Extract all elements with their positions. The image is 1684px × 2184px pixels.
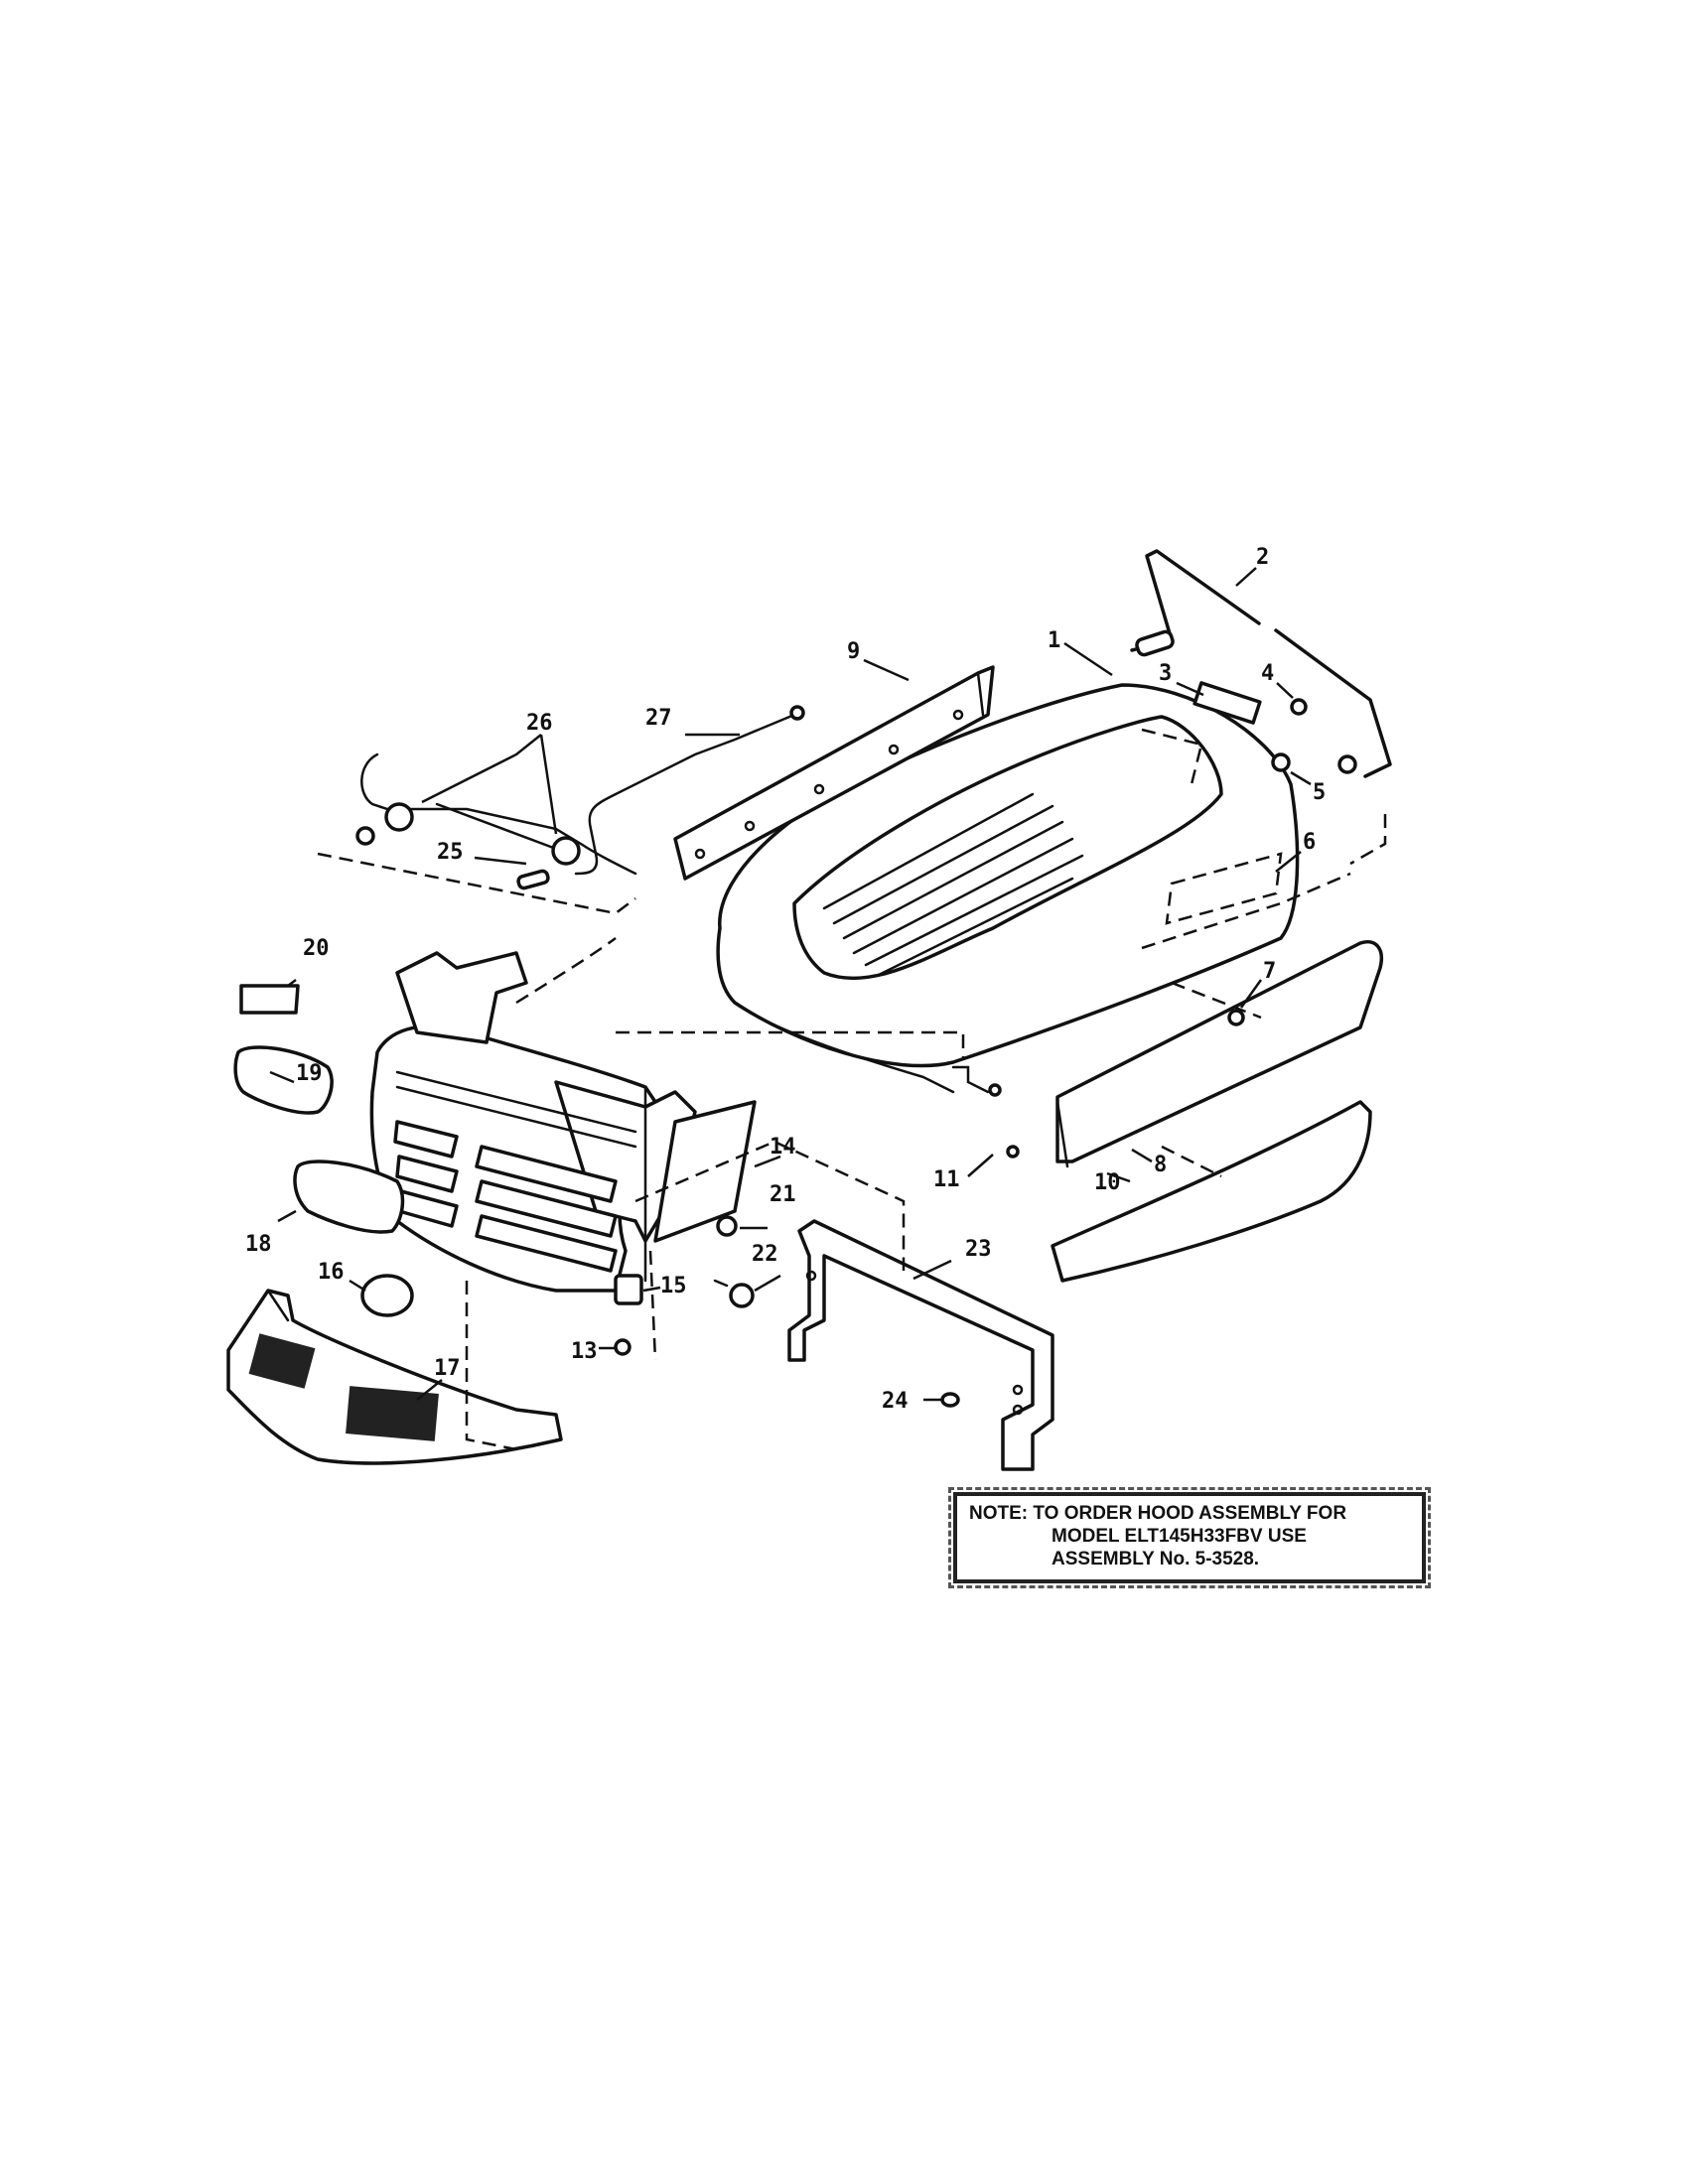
- front-bumper: [226, 1289, 563, 1465]
- callout-1: 1: [1048, 628, 1060, 653]
- nut-5b: [1337, 754, 1357, 774]
- callout-27: 27: [645, 706, 672, 731]
- side-panel-8: [1055, 940, 1383, 1168]
- order-note: NOTE: TO ORDER HOOD ASSEMBLY FOR MODEL E…: [948, 1487, 1431, 1588]
- washer-24: [940, 1392, 960, 1408]
- callout-26: 26: [526, 711, 553, 736]
- callout-labels: 1 2 3 4 5 6 7 8 9 10 11 13 14 15 16 17 1…: [245, 545, 1326, 1414]
- hood-decal: [1165, 852, 1283, 925]
- clip-15: [614, 1274, 643, 1305]
- callout-10: 10: [1094, 1170, 1121, 1195]
- callout-9: 9: [847, 639, 860, 664]
- callout-24: 24: [882, 1389, 909, 1414]
- note-line-3: ASSEMBLY No. 5-3528.: [1052, 1549, 1260, 1570]
- bolt-21: [716, 1215, 738, 1237]
- callout-21: 21: [770, 1182, 796, 1207]
- callout-19: 19: [296, 1061, 323, 1086]
- callout-11: 11: [933, 1167, 960, 1192]
- callout-leaders: [269, 567, 1312, 1402]
- callout-20: 20: [303, 936, 330, 961]
- lens-19: [233, 1045, 334, 1115]
- callout-13: 13: [571, 1339, 598, 1364]
- callout-3: 3: [1159, 661, 1172, 686]
- lens-20: [239, 984, 300, 1015]
- cable: [574, 713, 796, 876]
- callout-4: 4: [1261, 661, 1274, 686]
- hood-liner: [673, 665, 995, 881]
- callout-25: 25: [437, 840, 464, 865]
- nut-5a: [1271, 752, 1291, 772]
- screw-4: [1290, 698, 1308, 716]
- callout-23: 23: [965, 1237, 992, 1262]
- side-panel-10: [1051, 1100, 1372, 1283]
- emblem-16: [360, 1274, 414, 1317]
- callout-16: 16: [318, 1260, 345, 1285]
- note-line-2: MODEL ELT145H33FBV USE: [1052, 1526, 1307, 1547]
- hood-vent-grille: [822, 792, 1084, 977]
- callout-17: 17: [434, 1356, 461, 1381]
- support-rod: [1130, 549, 1392, 778]
- callout-8a: 8: [1154, 1153, 1167, 1177]
- callout-6: 6: [1303, 830, 1316, 855]
- note-line-1: NOTE: TO ORDER HOOD ASSEMBLY FOR: [969, 1503, 1347, 1524]
- bolt-22: [713, 1279, 755, 1308]
- lens-18: [293, 1160, 405, 1234]
- callout-5: 5: [1313, 780, 1326, 805]
- support-bracket: [787, 1219, 1054, 1471]
- callout-14: 14: [770, 1135, 796, 1160]
- callout-22: 22: [752, 1242, 778, 1267]
- grille-slats: [393, 1120, 618, 1273]
- callout-18: 18: [245, 1232, 272, 1257]
- callout-15: 15: [660, 1274, 687, 1298]
- callout-2: 2: [1256, 545, 1269, 570]
- headlight-harness: [355, 752, 637, 890]
- nut-13: [614, 1338, 632, 1356]
- callout-7: 7: [1263, 959, 1276, 984]
